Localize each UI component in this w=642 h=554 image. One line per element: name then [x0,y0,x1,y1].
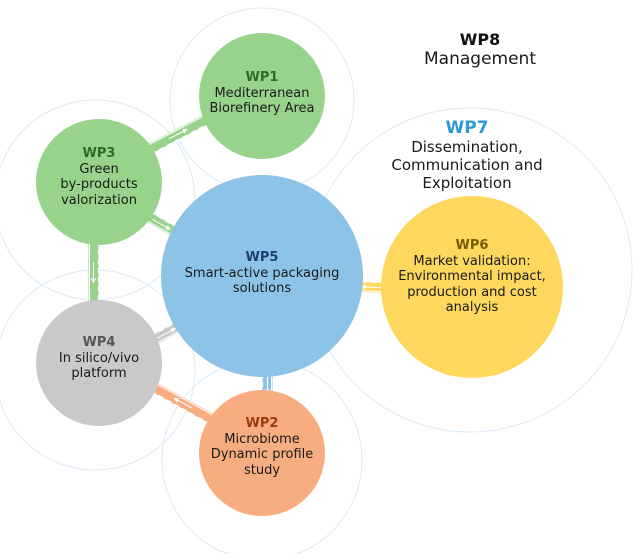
wp4-desc: In silico/vivo platform [58,350,140,382]
wp7-code: WP7 [445,118,489,138]
wp7-label: WP7 Dissemination, Communication and Exp… [372,118,562,192]
wp2-desc: Microbiome Dynamic profile study [210,431,314,478]
wp6-desc: Market validation: Environmental impact,… [398,253,546,316]
link-divider [358,280,386,284]
wp6-code: WP6 [455,238,489,253]
arrow-icon [360,284,382,290]
wp4-code: WP4 [82,335,116,350]
wp8-label: WP8 Management [400,30,560,70]
wp1-code: WP1 [245,70,279,85]
link-divider [150,122,210,155]
node-wp4[interactable] [36,300,162,426]
arrow-icon [157,328,177,339]
node-wp1[interactable] [199,33,325,159]
wp3-label: WP3 Green by-products valorization [39,146,159,208]
wp5-desc: Smart-active packaging solutions [184,265,340,297]
link-wp6-wp5 [358,280,386,293]
link-divider [150,390,211,425]
link-edge [146,114,206,147]
wp4-label: WP4 In silico/vivo platform [39,335,159,382]
link-edge [155,329,182,345]
link-wp3-wp5 [144,211,179,237]
wp2-code: WP2 [245,416,279,431]
wp2-label: WP2 Microbiome Dynamic profile study [192,416,332,478]
wp5-code: WP5 [245,250,279,265]
wp1-label: WP1 Mediterranean Biorefinery Area [197,70,327,117]
node-wp2[interactable] [199,390,325,516]
link-wp2-wp4 [150,382,216,425]
wp3-code: WP3 [82,146,116,161]
link-edge [155,382,216,417]
link-edge [358,290,385,293]
link-wp3-wp1 [146,114,210,155]
wp3-desc: Green by-products valorization [60,161,138,208]
wp1-desc: Mediterranean Biorefinery Area [209,85,315,117]
node-wp3[interactable] [36,119,162,245]
arrow-icon [152,218,171,230]
node-wp6[interactable] [381,196,563,378]
link-wp4-wp5 [151,321,182,345]
link-wp3-wp4 [88,241,100,304]
link-divider [151,321,177,337]
wp8-code: WP8 [459,30,501,49]
node-wp5[interactable] [161,175,363,377]
wp7-desc: Dissemination, Communication and Exploit… [391,138,543,193]
nodes-layer [36,33,563,516]
wp8-desc: Management [424,49,536,70]
wp5-label: WP5 Smart-active packaging solutions [162,250,362,297]
wp6-label: WP6 Market validation: Environmental imp… [382,238,562,316]
link-edge [145,219,174,237]
arrow-icon [173,397,193,409]
arrow-icon [168,129,188,140]
